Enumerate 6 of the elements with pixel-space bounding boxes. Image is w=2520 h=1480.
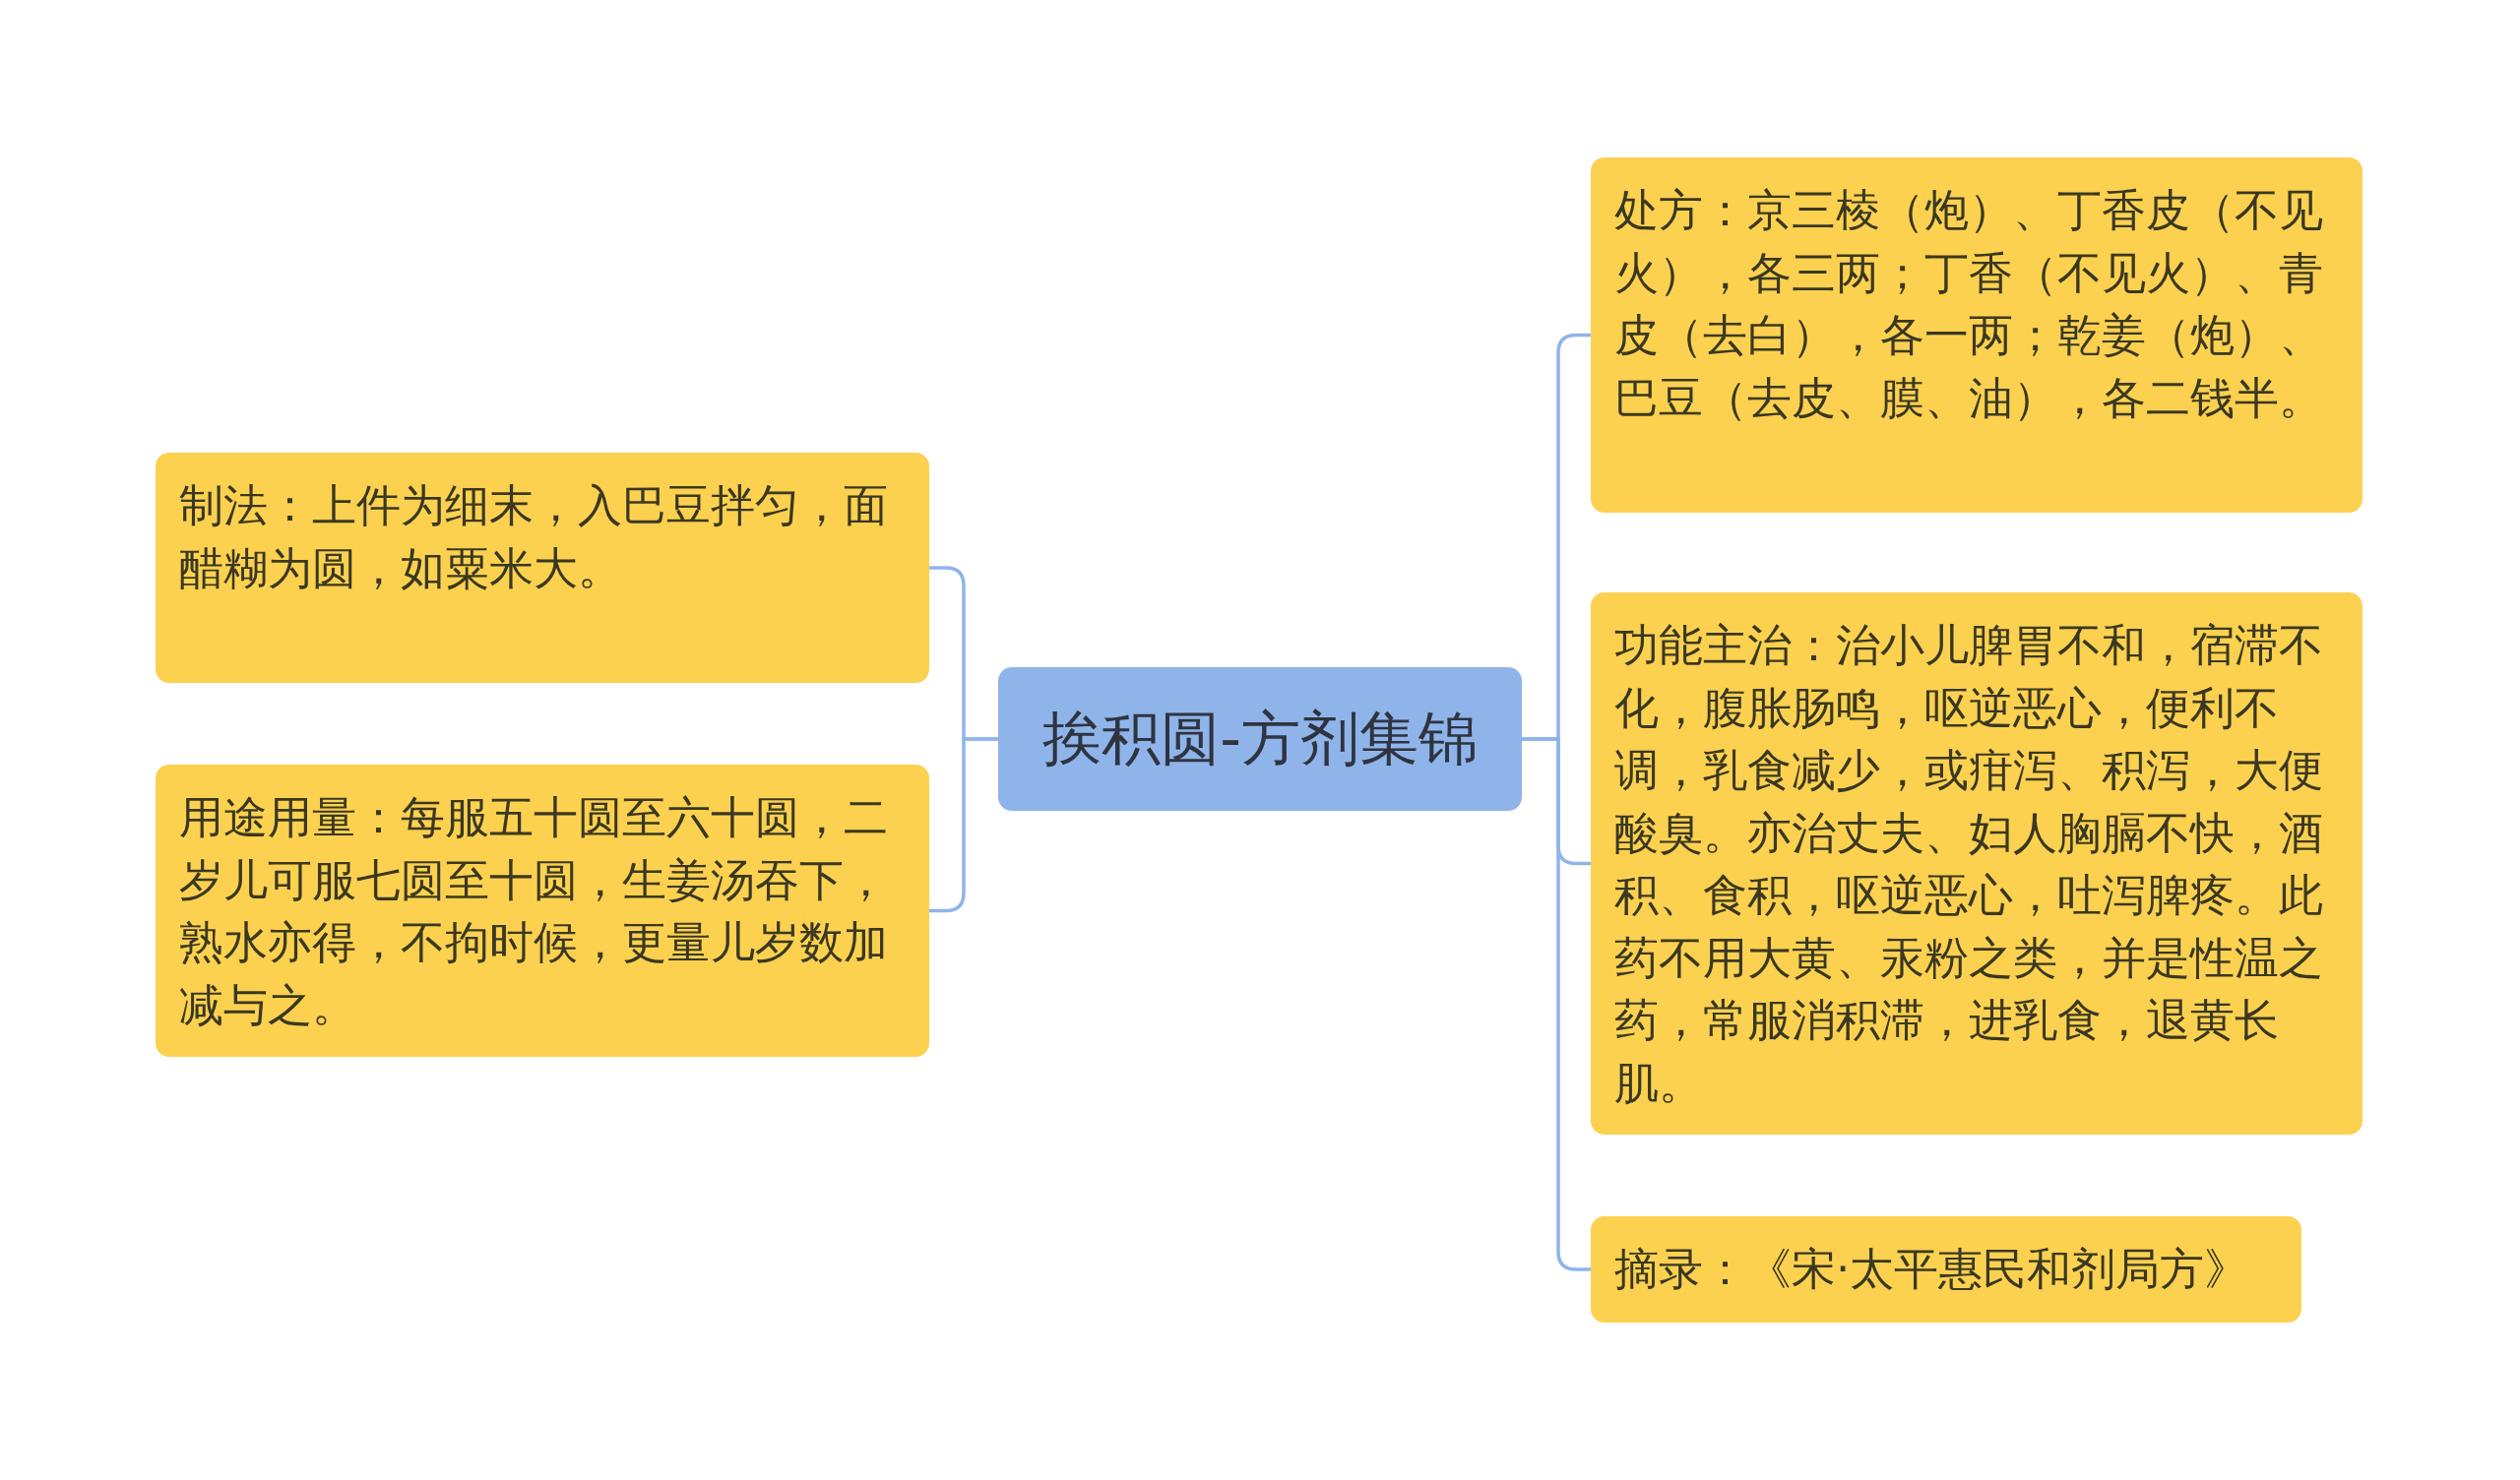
topic-box: 用途用量：每服五十圆至六十圆，二岁儿可服七圆至十圆，生姜汤吞下，熟水亦得，不拘时候，更量儿岁数加减与之。 — [156, 765, 929, 1057]
central-topic-box: 挨积圆-方剂集锦 — [998, 667, 1522, 811]
topic-box: 摘录：《宋·太平惠民和剂局方》 — [1591, 1216, 2301, 1323]
topic-box: 处方：京三棱（炮）、丁香皮（不见火），各三两；丁香（不见火）、青皮（去白），各一两；乾姜（炮）、巴豆（去皮、膜、油），各二钱半。 — [1591, 157, 2362, 513]
topic-box: 制法：上件为细末，入巴豆拌匀，面醋糊为圆，如粟米大。 — [156, 453, 929, 683]
topic-box: 功能主治：治小儿脾胃不和，宿滞不化，腹胀肠鸣，呕逆恶心，便利不调，乳食减少，或疳泻、积泻，大便酸臭。亦治丈夫、妇人胸膈不快，酒积、食积，呕逆恶心，吐泻脾疼。此药不用大黄、汞粉之类，并是性温之药，常服消积滞，进乳食，退黄长肌。 — [1591, 592, 2362, 1135]
